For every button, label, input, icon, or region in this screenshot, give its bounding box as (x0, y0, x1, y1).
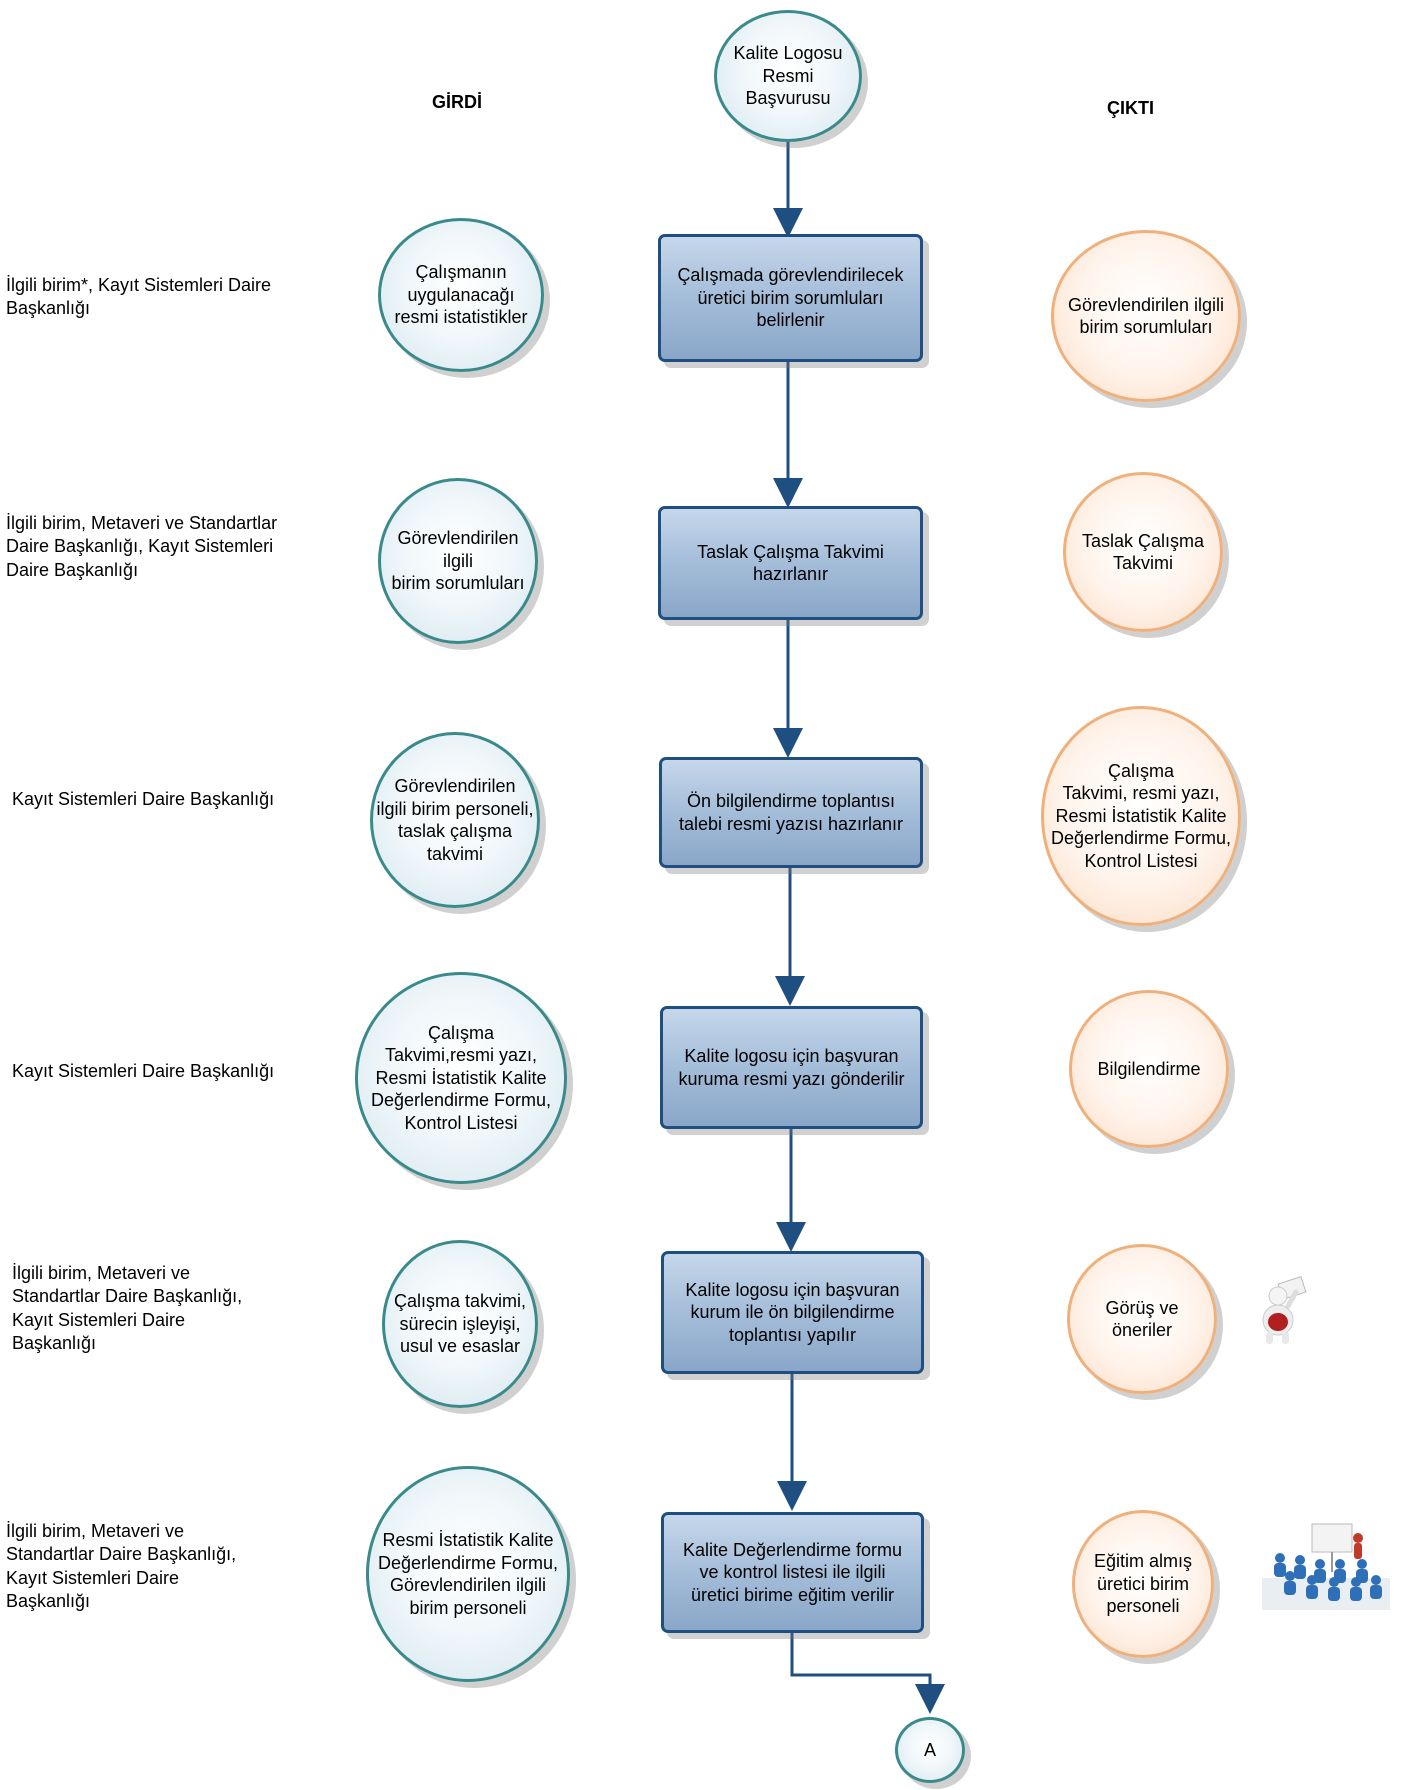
step-3-output: Çalışma Takvimi, resmi yazı, Resmi İstat… (1041, 706, 1241, 926)
step-5-output: Görüş ve öneriler (1067, 1244, 1217, 1394)
step-3-process: Ön bilgilendirme toplantısı talebi resmi… (659, 757, 923, 868)
step-4-responsible-label: Kayıt Sistemleri Daire Başkanlığı (12, 1061, 275, 1081)
step-6-input: Resmi İstatistik Kalite Değerlendirme Fo… (366, 1466, 570, 1682)
step-2-process: Taslak Çalışma Takvimi hazırlanır (658, 506, 923, 620)
arrow-step-6-to-connector (790, 1633, 945, 1714)
step-5-responsible-label: İlgili birim, Metaveri ve Standartlar Da… (12, 1263, 243, 1354)
step-1-output: Görevlendirilen ilgili birim sorumluları (1051, 230, 1241, 402)
training-meeting-icon (1262, 1520, 1390, 1610)
step-4-output: Bilgilendirme (1069, 990, 1229, 1148)
presenter-figure-icon (1252, 1276, 1312, 1346)
step-6-process: Kalite Değerlendirme formu ve kontrol li… (661, 1512, 924, 1633)
step-3-input: Görevlendirilen ilgili birim personeli, … (370, 732, 540, 908)
input-column-header: GİRDİ (432, 92, 483, 112)
output-column-header: ÇIKTI (1107, 98, 1154, 118)
end-connector: A (895, 1717, 965, 1783)
step-1-responsible-label: İlgili birim*, Kayıt Sistemleri Daire Ba… (6, 275, 272, 319)
step-2-responsible-label: İlgili birim, Metaveri ve Standartlar Da… (6, 513, 278, 580)
step-2-output: Taslak Çalışma Takvimi (1063, 472, 1223, 632)
step-2-input: Görevlendirilen ilgili birim sorumluları (378, 478, 538, 644)
step-5-process: Kalite logosu için başvuran kurum ile ön… (661, 1251, 924, 1374)
step-1-process: Çalışmada görevlendirilecek üretici biri… (658, 234, 923, 362)
step-5-input: Çalışma takvimi, sürecin işleyişi, usul … (382, 1240, 538, 1408)
step-3-responsible-label: Kayıt Sistemleri Daire Başkanlığı (12, 789, 275, 809)
step-1-input: Çalışmanın uygulanacağı resmi istatistik… (378, 218, 544, 372)
step-6-responsible-label: İlgili birim, Metaveri ve Standartlar Da… (6, 1521, 237, 1612)
start-node: Kalite Logosu Resmi Başvurusu (714, 10, 862, 142)
step-6-output: Eğitim almış üretici birim personeli (1072, 1510, 1214, 1658)
step-4-input: Çalışma Takvimi,resmi yazı, Resmi İstati… (355, 972, 567, 1184)
step-4-process: Kalite logosu için başvuran kuruma resmi… (660, 1006, 923, 1129)
